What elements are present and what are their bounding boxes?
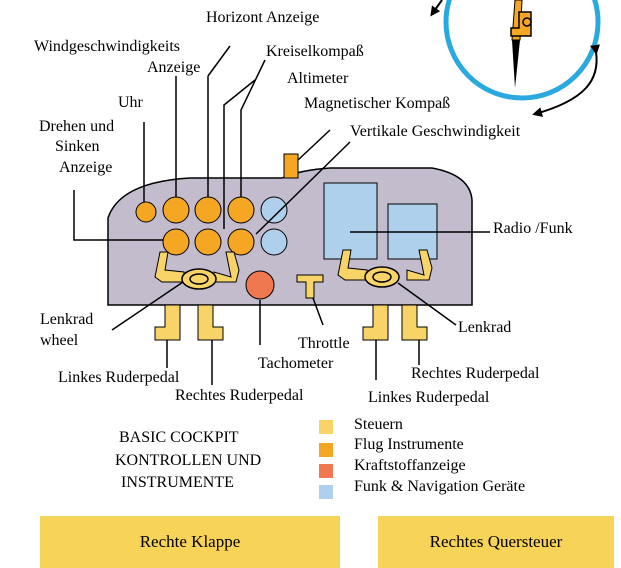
leader-lines [73, 45, 490, 385]
right-pedal-1 [197, 304, 224, 341]
label-wind-line2: Anzeige [147, 59, 200, 76]
rotation-arrow-left [430, 0, 443, 17]
left-yoke [154, 251, 240, 290]
altimeter-instrument [194, 228, 222, 256]
label-tachometer: Tachometer [258, 355, 334, 372]
label-throttle: Throttle [298, 335, 350, 352]
vertical-speed-indicator [227, 228, 255, 256]
gyro-compass-instrument [227, 196, 255, 224]
right-pedal-2 [401, 304, 428, 341]
right-yoke [337, 249, 433, 288]
diagram-title-line3: INSTRUMENTE [121, 474, 234, 491]
turn-indicator [162, 228, 190, 256]
legend-swatch-steuern [319, 420, 333, 434]
rechte-klappe-label: Rechte Klappe [139, 532, 241, 551]
airspeed-indicator [162, 196, 190, 224]
diagram-title-line1: BASIC COCKPIT [119, 429, 239, 446]
label-vertikale-geschwindigkeit: Vertikale Geschwindigkeit [350, 123, 521, 140]
label-drehen-line2: Sinken [55, 138, 99, 155]
label-drehen-line3: Anzeige [59, 159, 112, 176]
label-kreiselkompass: Kreiselkompaß [266, 43, 364, 60]
attitude-indicator [194, 196, 222, 224]
label-rechtes-ruderpedal-2: Rechtes Ruderpedal [411, 365, 540, 382]
radio-box-left [323, 182, 378, 260]
legend-swatch-kraftstoffanzeige [319, 464, 333, 478]
label-linkes-ruderpedal-1: Linkes Ruderpedal [58, 369, 180, 386]
legend-swatch-funk-navigation [319, 485, 333, 499]
label-lenkrad-left-line2: wheel [40, 332, 79, 349]
compass-gauge-icon [443, 0, 601, 101]
legend-swatch-flug-instrumente [319, 443, 333, 457]
rechte-klappe-button[interactable]: Rechte Klappe [40, 516, 340, 568]
radio-gauge-top [260, 196, 288, 224]
legend-label-flug-instrumente: Flug Instrumente [354, 436, 464, 453]
legend-label-steuern: Steuern [354, 416, 403, 433]
throttle-lever [296, 274, 324, 299]
legend: Steuern Flug Instrumente Kraftstoffanzei… [319, 416, 525, 499]
label-magnetischer-kompass: Magnetischer Kompaß [304, 95, 450, 112]
radio-gauge-bottom [260, 228, 288, 256]
label-rechtes-ruderpedal-1: Rechtes Ruderpedal [175, 387, 304, 404]
label-wind-line1: Windgeschwindigkeits [34, 38, 180, 55]
label-lenkrad-right: Lenkrad [458, 319, 511, 336]
label-lenkrad-left-line1: Lenkrad [40, 311, 93, 328]
tachometer-gauge [245, 270, 275, 300]
rechtes-quersteuer-label: Rechtes Quersteuer [429, 532, 563, 551]
legend-label-kraftstoffanzeige: Kraftstoffanzeige [354, 457, 466, 474]
rotation-arrow-right [532, 44, 600, 117]
label-linkes-ruderpedal-2: Linkes Ruderpedal [368, 389, 490, 406]
left-pedal-1 [154, 304, 181, 341]
diagram-title-line2: KONTROLLEN UND [115, 452, 261, 469]
clock-instrument [135, 201, 157, 223]
label-uhr: Uhr [118, 94, 144, 111]
label-horizont: Horizont Anzeige [206, 9, 319, 26]
label-altimeter: Altimeter [287, 70, 349, 87]
legend-label-funk-navigation: Funk & Navigation Geräte [354, 478, 525, 495]
label-drehen-line1: Drehen und [39, 118, 114, 135]
label-radio-funk: Radio /Funk [493, 220, 573, 237]
left-pedal-2 [362, 304, 389, 341]
rechtes-quersteuer-button[interactable]: Rechtes Quersteuer [378, 516, 614, 568]
magnetic-compass-icon [283, 153, 299, 179]
